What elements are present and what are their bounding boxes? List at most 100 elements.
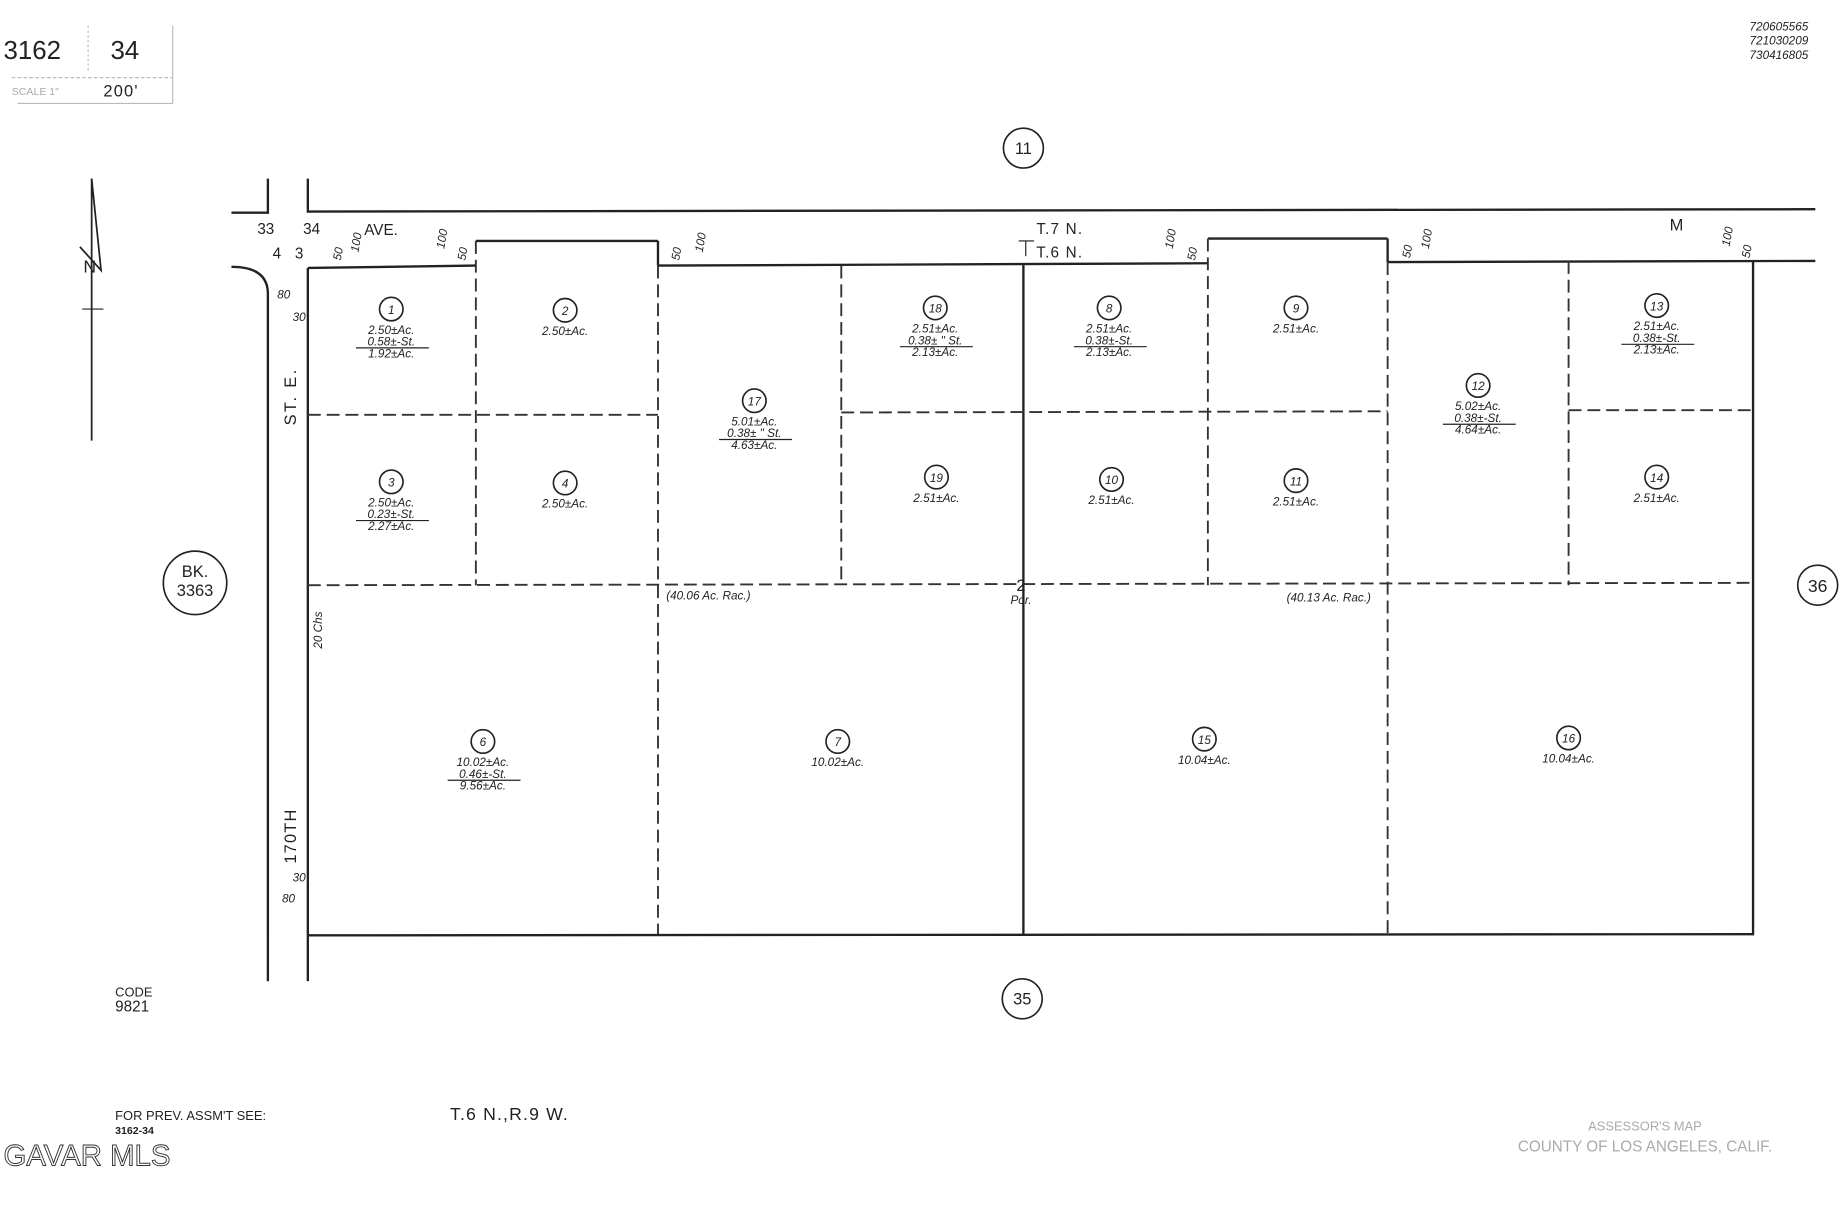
parcel-number-circle bbox=[1096, 295, 1122, 321]
parcel-number: 15 bbox=[1198, 734, 1212, 747]
parcel-area: 0.38± " St. bbox=[727, 427, 781, 440]
rac-label: (40.13 Ac. Rac.) bbox=[1287, 592, 1371, 605]
prev-assessment-label: FOR PREV. ASSM'T SEE: bbox=[115, 1108, 266, 1123]
section-portion: Por. bbox=[1010, 594, 1031, 607]
parcel-area: 2.50±Ac. bbox=[367, 496, 414, 509]
svg-text:100: 100 bbox=[1419, 228, 1435, 250]
rac-label: (40.06 Ac. Rac.) bbox=[666, 589, 750, 602]
parcel-area: 2.51±Ac. bbox=[1085, 323, 1132, 336]
parcel-number: 16 bbox=[1562, 733, 1576, 746]
parcel-number-circle bbox=[1191, 726, 1217, 752]
parcel-18[interactable]: 182.51±Ac.0.38± " St.2.13±Ac. bbox=[900, 295, 973, 359]
parcel-16[interactable]: 16 10.04±Ac. bbox=[1542, 725, 1595, 766]
svg-text:100: 100 bbox=[693, 231, 709, 253]
parcel-area: 2.51±Ac. bbox=[1272, 323, 1319, 336]
svg-text:30: 30 bbox=[293, 871, 307, 884]
section-corner-label: 4 bbox=[273, 246, 282, 263]
map-header: 3162 34 SCALE 1" 200' bbox=[4, 25, 174, 105]
west-street-name: 170TH bbox=[282, 808, 300, 863]
parcel-area: 2.13±Ac. bbox=[1085, 346, 1132, 359]
parcel-area: 2.50±Ac. bbox=[541, 498, 588, 511]
svg-text:80: 80 bbox=[282, 892, 296, 905]
parcel-17[interactable]: 175.01±Ac.0.38± " St.4.63±Ac. bbox=[719, 388, 792, 452]
parcel-area: 0.38±-St. bbox=[1633, 332, 1681, 345]
parcel-2[interactable]: 22.50±Ac. bbox=[541, 297, 588, 338]
parcel-7[interactable]: 7 10.02±Ac. bbox=[811, 728, 864, 769]
map-title: ASSESSOR'S MAP bbox=[1588, 1118, 1702, 1133]
adjacent-label: 3363 bbox=[177, 582, 214, 600]
parcel-number-circle bbox=[1556, 725, 1582, 751]
svg-text:100: 100 bbox=[434, 228, 450, 250]
parcel-number-circle bbox=[1644, 292, 1670, 319]
parcel-area: 9.56±Ac. bbox=[460, 780, 506, 793]
adjacent-map-36[interactable]: 36 bbox=[1796, 564, 1839, 606]
township-range: T.6 N.,R.9 W. bbox=[450, 1104, 569, 1124]
section-corner-label: 3 bbox=[295, 246, 304, 263]
parcel-3[interactable]: 32.50±Ac.0.23±-St.2.27±Ac. bbox=[356, 469, 429, 533]
parcel-number-circle bbox=[552, 297, 578, 323]
parcel-number: 17 bbox=[748, 395, 762, 408]
parcel-9[interactable]: 9 2.51±Ac. bbox=[1272, 295, 1319, 336]
adjacent-map-35[interactable]: 35 bbox=[1001, 977, 1044, 1020]
doc-number: 720605565 bbox=[1750, 21, 1809, 34]
parcel-4[interactable]: 4 2.50±Ac. bbox=[541, 470, 588, 511]
street-lines bbox=[231, 178, 1816, 982]
parcel-area: 2.51±Ac. bbox=[1633, 492, 1680, 505]
parcel-area: 10.04±Ac. bbox=[1542, 753, 1595, 766]
parcel-area: 10.02±Ac. bbox=[811, 756, 864, 769]
parcel-area: 0.38± " St. bbox=[908, 334, 962, 347]
parcel-number: 13 bbox=[1650, 300, 1664, 313]
parcel-14[interactable]: 142.51±Ac. bbox=[1633, 464, 1680, 505]
parcel-6[interactable]: 610.02±Ac.0.46±-St.9.56±Ac. bbox=[447, 728, 521, 793]
parcel-number: 7 bbox=[834, 736, 841, 749]
book-number: 3162 bbox=[4, 37, 61, 65]
parcel-number-circle bbox=[825, 728, 851, 755]
parcel-area: 1.92±Ac. bbox=[368, 347, 414, 360]
parcel-13[interactable]: 132.51±Ac.0.38±-St.2.13±Ac. bbox=[1621, 292, 1695, 357]
svg-text:50: 50 bbox=[1185, 246, 1200, 262]
adjacent-map-11[interactable]: 11 bbox=[1002, 127, 1045, 169]
parcel-number-circle bbox=[1283, 295, 1309, 321]
parcel-number: 4 bbox=[562, 478, 569, 491]
parcel-number-circle bbox=[922, 295, 948, 321]
adjacent-book-3363[interactable]: BK. 3363 bbox=[162, 550, 228, 616]
parcel-area: 5.02±Ac. bbox=[1455, 400, 1501, 413]
parcel-1[interactable]: 12.50±Ac.0.58±-St.1.92±Ac. bbox=[356, 296, 429, 360]
north-label: N bbox=[83, 257, 96, 277]
svg-text:50: 50 bbox=[455, 246, 470, 262]
parcel-area: 2.27±Ac. bbox=[367, 520, 414, 533]
section-corner-label: 33 bbox=[257, 221, 274, 238]
county-label: COUNTY OF LOS ANGELES, CALIF. bbox=[1518, 1139, 1772, 1156]
adjacent-label: 35 bbox=[1013, 991, 1031, 1009]
parcel-number: 18 bbox=[929, 303, 943, 316]
svg-text:100: 100 bbox=[1720, 225, 1736, 247]
svg-text:80: 80 bbox=[277, 289, 291, 302]
parcel-number-circle bbox=[378, 296, 404, 322]
parcel-number-circle bbox=[552, 470, 578, 496]
parcel-number: 3 bbox=[388, 477, 395, 490]
parcel-number: 19 bbox=[930, 472, 944, 485]
adjacent-label: 11 bbox=[1015, 140, 1032, 158]
parcel-number-circle bbox=[1283, 468, 1309, 494]
section-corner-label: 34 bbox=[303, 221, 320, 238]
parcel-11[interactable]: 112.51±Ac. bbox=[1272, 468, 1319, 508]
parcel-number-circle bbox=[1465, 372, 1491, 399]
parcel-area: 2.13±Ac. bbox=[911, 346, 958, 359]
parcel-10[interactable]: 102.51±Ac. bbox=[1087, 466, 1135, 507]
svg-text:100: 100 bbox=[349, 231, 365, 253]
document-numbers: 720605565 721030209 730416805 bbox=[1750, 21, 1809, 62]
parcel-area: 10.02±Ac. bbox=[457, 756, 510, 769]
parcel-number-circle bbox=[470, 728, 496, 755]
parcel-number: 9 bbox=[1293, 303, 1300, 316]
west-street-suffix: ST. E. bbox=[282, 367, 300, 425]
parcel-12[interactable]: 125.02±Ac.0.38±-St.4.64±Ac. bbox=[1442, 372, 1516, 437]
parcel-area: 4.64±Ac. bbox=[1455, 424, 1501, 437]
parcel-19[interactable]: 192.51±Ac. bbox=[912, 464, 960, 505]
parcel-number: 12 bbox=[1472, 380, 1486, 393]
parcel-8[interactable]: 82.51±Ac.0.38±-St.2.13±Ac. bbox=[1073, 295, 1147, 359]
code-label: CODE bbox=[115, 984, 153, 999]
parcel-area: 0.38±-St. bbox=[1085, 334, 1133, 347]
parcel-number-circle bbox=[1644, 464, 1670, 490]
